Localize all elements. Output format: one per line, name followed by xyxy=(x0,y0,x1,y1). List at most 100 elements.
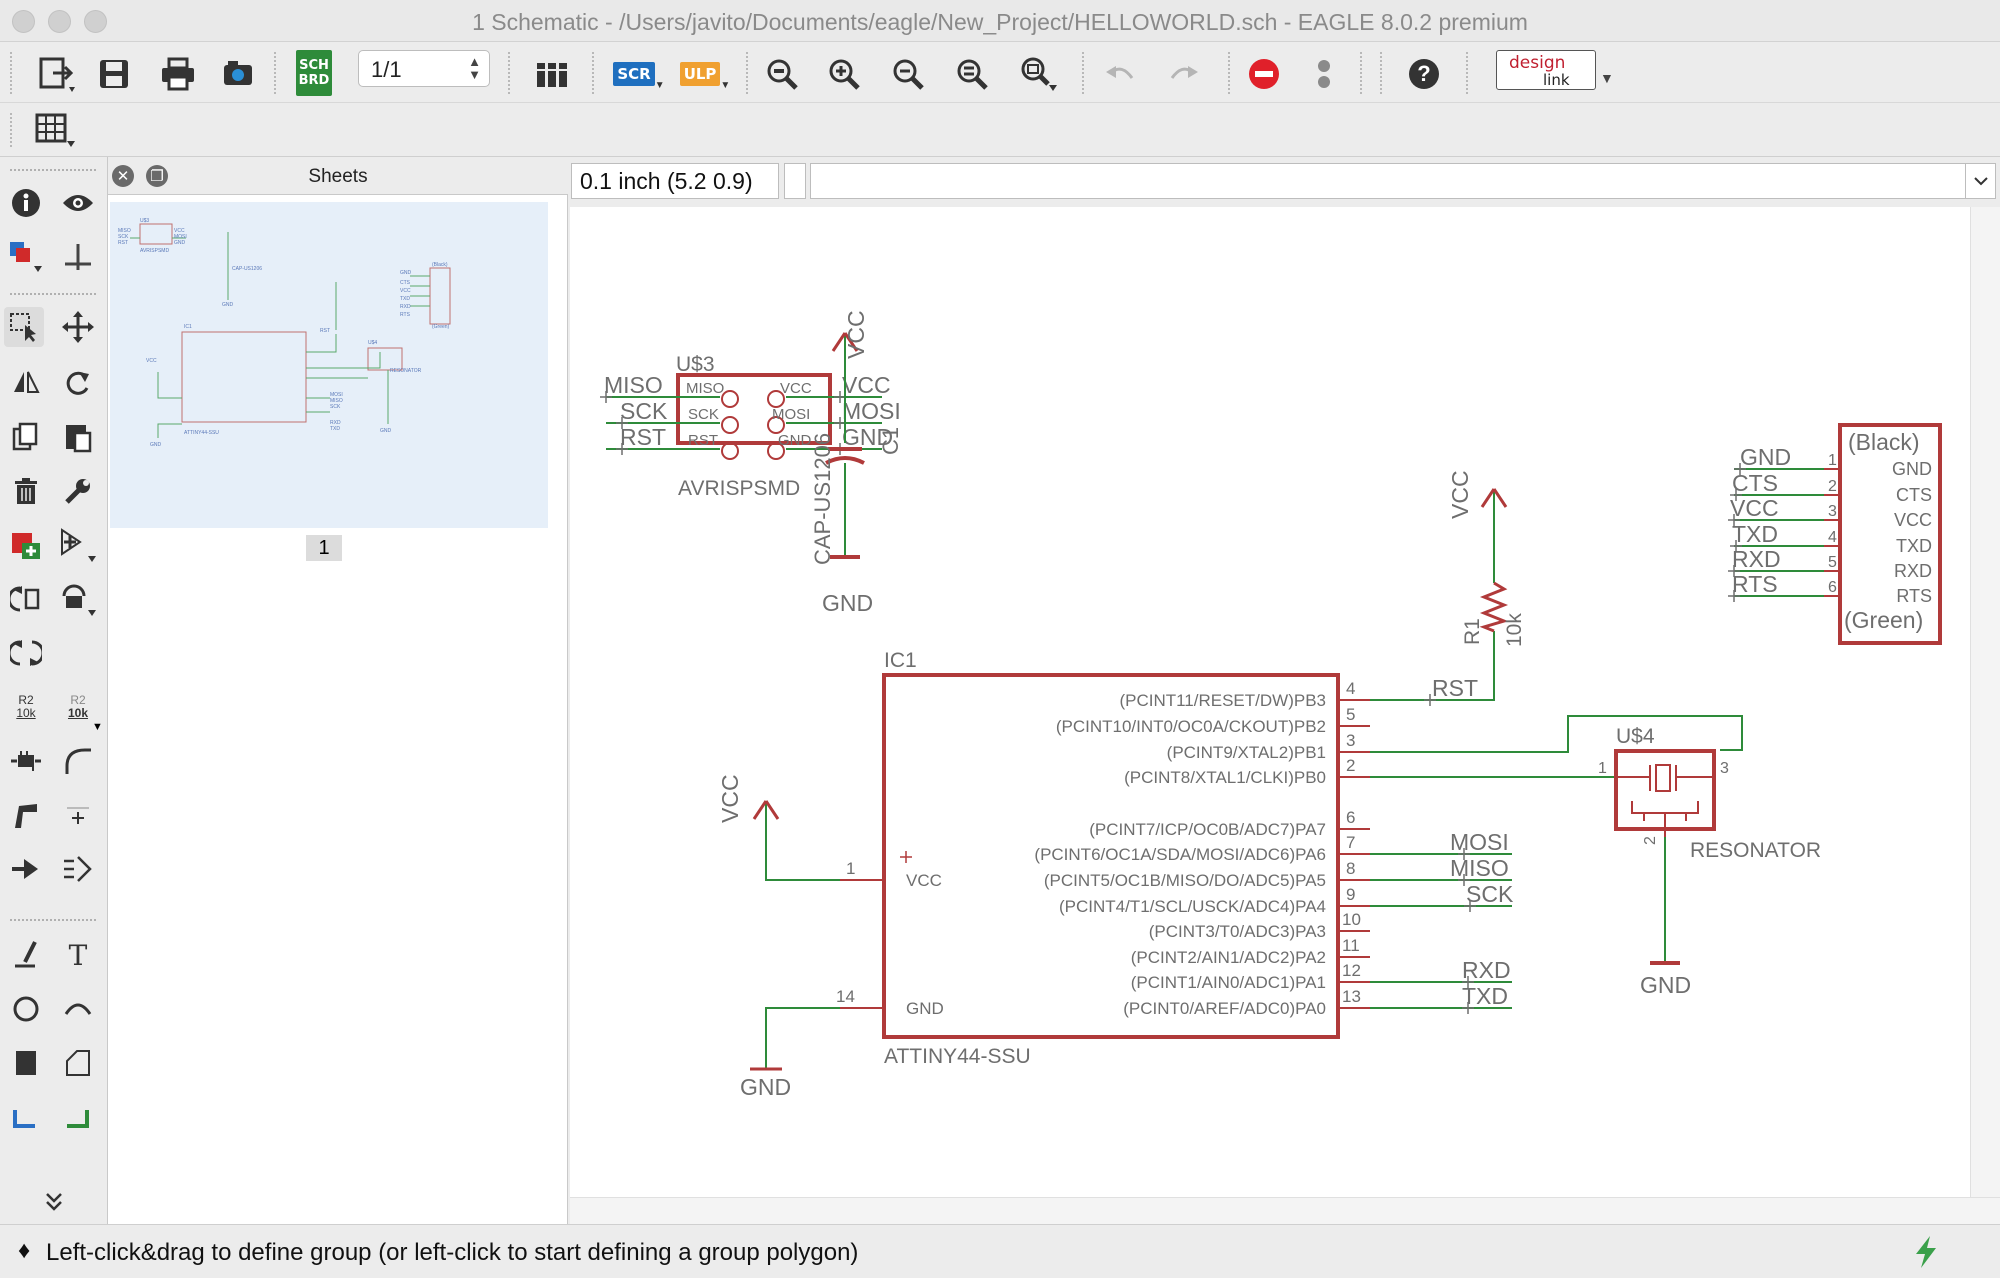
chevron-down-icon[interactable] xyxy=(1965,164,1995,198)
circle-icon[interactable] xyxy=(6,989,46,1029)
sheet-number-label[interactable]: 1 xyxy=(306,535,342,561)
horizontal-scrollbar[interactable] xyxy=(570,1197,2000,1224)
gate-swap-icon[interactable] xyxy=(58,579,98,619)
svg-text:(PCINT6/OC1A/SDA/MOSI/ADC6)PA6: (PCINT6/OC1A/SDA/MOSI/ADC6)PA6 xyxy=(1034,845,1326,864)
zoom-area-icon[interactable] xyxy=(1014,52,1064,96)
paste-icon[interactable] xyxy=(58,417,98,457)
junction-icon[interactable] xyxy=(58,1097,98,1137)
pin-swap-icon[interactable] xyxy=(58,525,98,565)
vertical-scrollbar[interactable] xyxy=(1970,207,2000,1197)
chevron-down-icon: ▼ xyxy=(92,721,103,733)
bus-icon[interactable] xyxy=(58,849,98,889)
net-label: VCC xyxy=(842,372,891,398)
smash-icon[interactable] xyxy=(6,741,46,781)
svg-text:(Black): (Black) xyxy=(432,262,448,268)
connector-top-label: (Black) xyxy=(1848,429,1920,455)
library-icon[interactable] xyxy=(530,52,574,96)
delete-icon[interactable] xyxy=(6,471,46,511)
redo-icon[interactable] xyxy=(1162,52,1206,96)
zoom-redraw-icon[interactable] xyxy=(950,52,994,96)
c1-symbol[interactable] xyxy=(825,332,865,559)
export-icon[interactable] xyxy=(36,52,80,96)
lightning-icon[interactable] xyxy=(1912,1235,1942,1269)
group-select-icon[interactable] xyxy=(4,307,44,347)
svg-text:GND: GND xyxy=(174,240,186,246)
svg-text:?: ? xyxy=(1417,61,1430,86)
connector-net-labels: GND CTS VCC TXD RXD RTS xyxy=(1730,444,1791,597)
replace-icon[interactable] xyxy=(6,579,46,619)
cam-processor-icon[interactable] xyxy=(216,52,260,96)
copy-icon[interactable] xyxy=(6,417,46,457)
invoke-icon[interactable] xyxy=(6,633,46,673)
ic1-net-labels: RST MOSI MISO SCK RXD TXD xyxy=(1432,675,1514,1009)
undo-icon[interactable] xyxy=(1098,52,1142,96)
change-wrench-icon[interactable] xyxy=(58,471,98,511)
u4-symbol[interactable] xyxy=(1614,749,1716,965)
schematic-canvas[interactable]: U$3 AVRISPSMD MISO SCK RST VCC MOSI GND … xyxy=(570,207,1970,1197)
ftdi-connector[interactable] xyxy=(1728,423,1942,645)
eye-icon[interactable] xyxy=(58,183,98,223)
go-icon[interactable] xyxy=(1304,52,1344,96)
design-link-button[interactable]: design link xyxy=(1496,50,1596,90)
svg-text:RXD: RXD xyxy=(400,304,411,310)
svg-text:TXD: TXD xyxy=(1896,536,1932,556)
add-part-icon[interactable] xyxy=(6,525,46,565)
svg-text:U$3: U$3 xyxy=(140,218,149,224)
net-icon[interactable] xyxy=(6,849,46,889)
svg-text:VCC: VCC xyxy=(1730,495,1779,521)
svg-text:11: 11 xyxy=(1342,936,1360,955)
optimize-icon[interactable] xyxy=(58,795,98,835)
restore-panel-icon[interactable]: ❐ xyxy=(146,165,168,187)
main-toolbar: SCH BRD 1/1 ▲▼ SCR ▼ ULP ▼ xyxy=(0,42,2000,103)
svg-text:7: 7 xyxy=(1346,833,1355,852)
layers-icon[interactable] xyxy=(6,237,46,277)
sch-brd-switch-button[interactable]: SCH BRD xyxy=(296,50,332,96)
u3-symbol[interactable] xyxy=(676,373,832,460)
minimize-window-button[interactable] xyxy=(48,10,71,33)
zoom-out-icon[interactable] xyxy=(886,52,930,96)
miter-icon[interactable] xyxy=(58,741,98,781)
ic1-symbol[interactable] xyxy=(840,673,1370,1039)
value-tool-button[interactable]: R2 10k xyxy=(67,693,89,720)
zoom-in-icon[interactable] xyxy=(822,52,866,96)
net-label: GND xyxy=(842,424,893,450)
r1-symbol[interactable] xyxy=(1436,488,1509,701)
mark-icon[interactable] xyxy=(58,237,98,277)
stop-icon[interactable] xyxy=(1242,52,1286,96)
u4-value: RESONATOR xyxy=(1690,839,1821,862)
name-tool-button[interactable]: R2 10k xyxy=(16,693,36,720)
grid-icon[interactable] xyxy=(30,109,80,151)
close-panel-icon[interactable]: ✕ xyxy=(112,165,134,187)
text-icon[interactable]: T xyxy=(68,938,88,972)
info-icon[interactable] xyxy=(6,183,46,223)
zoom-to-fit-icon[interactable] xyxy=(760,52,804,96)
zoom-window-button[interactable] xyxy=(84,10,107,33)
svg-text:8: 8 xyxy=(1346,859,1355,878)
rectangle-icon[interactable] xyxy=(6,1043,46,1083)
svg-text:(PCINT0/AREF/ADC0)PA0: (PCINT0/AREF/ADC0)PA0 xyxy=(1123,999,1326,1018)
svg-text:GND: GND xyxy=(906,999,944,1018)
save-icon[interactable] xyxy=(92,52,136,96)
rotate-icon[interactable] xyxy=(58,363,98,403)
command-input[interactable] xyxy=(810,163,1996,199)
run-ulp-button[interactable]: ULP ▼ xyxy=(679,52,730,96)
split-icon[interactable] xyxy=(6,795,46,835)
svg-text:5: 5 xyxy=(1346,705,1355,724)
move-icon[interactable] xyxy=(58,307,98,347)
script-scr-button[interactable]: SCR ▼ xyxy=(613,52,665,96)
mirror-icon[interactable] xyxy=(6,363,46,403)
print-icon[interactable] xyxy=(156,52,200,96)
help-icon[interactable]: ? xyxy=(1402,52,1446,96)
svg-text:MISO: MISO xyxy=(686,380,724,397)
polygon-icon[interactable] xyxy=(58,1043,98,1083)
wire-icon[interactable] xyxy=(6,935,46,975)
close-window-button[interactable] xyxy=(12,10,35,33)
svg-text:GND: GND xyxy=(380,428,392,434)
chevron-down-icon[interactable]: ▼ xyxy=(1600,70,1614,86)
more-tools-icon[interactable] xyxy=(34,1187,74,1217)
page-selector[interactable]: 1/1 ▲▼ xyxy=(358,50,490,87)
arc-icon[interactable] xyxy=(58,989,98,1029)
title-bar: 1 Schematic - /Users/javito/Documents/ea… xyxy=(0,0,2000,42)
label-icon[interactable] xyxy=(6,1097,46,1137)
